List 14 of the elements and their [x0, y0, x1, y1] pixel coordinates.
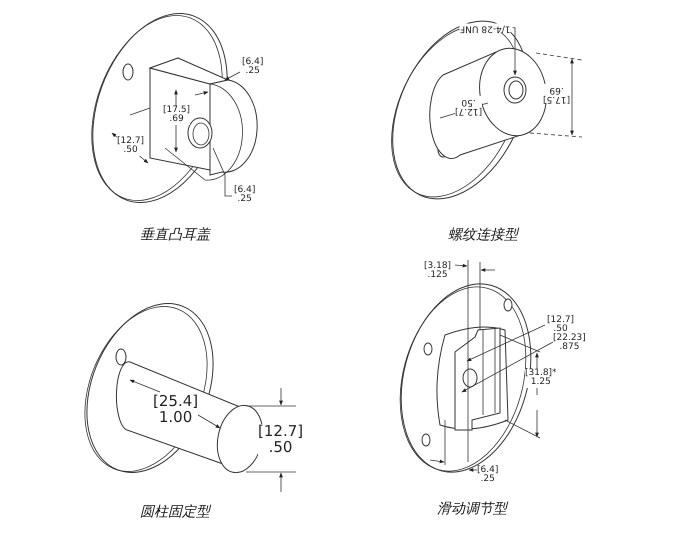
dimension-label: [17.5] .69	[163, 106, 190, 125]
dimension-label: [25.4] 1.00	[153, 394, 198, 426]
dimension-label: [31.8]* 1.25	[525, 369, 557, 388]
dimension-label: [12.7] .50	[258, 424, 304, 456]
caption: 滑动调节型	[437, 502, 507, 517]
thread-callout: 1/4-28 UNF	[460, 23, 511, 32]
caption: 圆柱固定型	[140, 505, 210, 520]
caption: 螺纹连接型	[448, 228, 518, 243]
dimension-label: [12.7] .50	[455, 96, 482, 115]
caption: 垂直凸耳盖	[140, 228, 210, 243]
dimension-label: [12.7] .50	[117, 137, 144, 156]
dimension-label: [17.5] .69	[543, 84, 570, 103]
leader-line	[512, 27, 517, 76]
threaded-hole	[504, 76, 526, 104]
